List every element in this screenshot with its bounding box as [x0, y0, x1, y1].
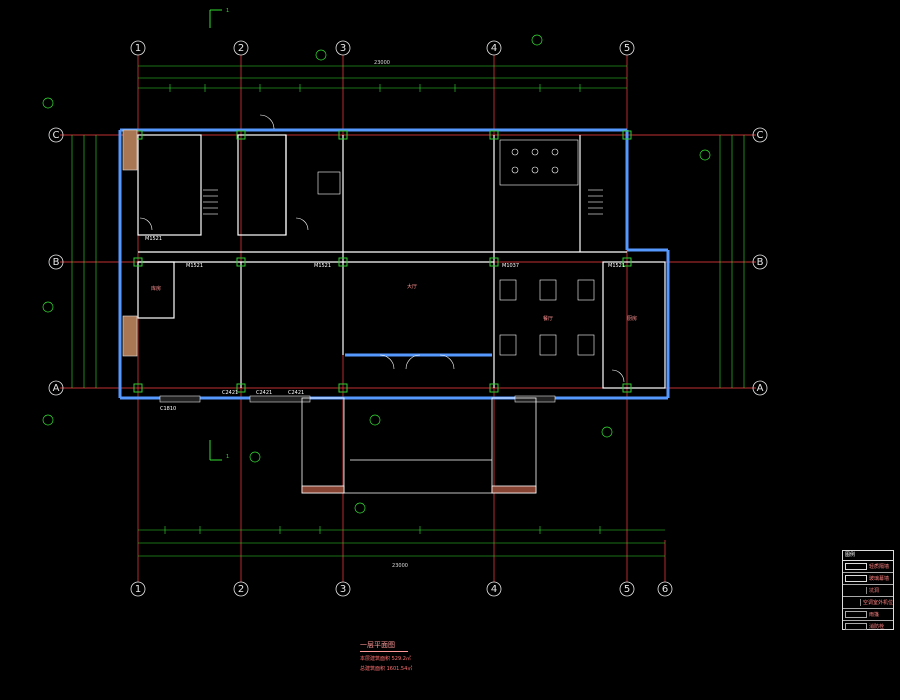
dimension-lines: [71, 65, 745, 557]
grid-bubbles: [48, 40, 768, 597]
toilet-fixtures: [499, 139, 579, 186]
door-tag-2: M1521: [314, 263, 331, 269]
structural-columns: [133, 130, 632, 393]
door-tag-3: M1037: [502, 263, 519, 269]
total-area-line: 总建筑面积 1601.54㎡: [360, 666, 413, 672]
legend-symbol-canopy: [845, 611, 867, 618]
legend-row: 轻质隔墙: [843, 561, 893, 573]
section-mark-top: [209, 9, 222, 28]
section-label-top: 1: [226, 8, 229, 14]
grid-col-3-top: 3: [340, 43, 346, 54]
legend-row: 空调室外机位: [843, 597, 893, 609]
office-table: [317, 171, 341, 195]
window-tag-1: C1810: [160, 406, 176, 412]
grid-col-4-bottom: 4: [491, 584, 497, 595]
drawing-title-underline: [360, 651, 408, 652]
legend-row: 玻璃幕墙: [843, 573, 893, 585]
grid-col-5-top: 5: [624, 43, 630, 54]
grid-col-6-bottom: 6: [662, 584, 668, 595]
grid-col-1-bottom: 1: [135, 584, 141, 595]
room-storage: 库房: [151, 285, 161, 292]
section-label-bottom: 1: [226, 454, 229, 460]
grid-col-3-bottom: 3: [340, 584, 346, 595]
floor-area-line: 本层建筑面积 529.2㎡: [360, 656, 411, 662]
legend-symbol-glass: [845, 575, 867, 582]
legend-text: 玻璃幕墙: [869, 576, 890, 582]
detail-callouts: [42, 34, 711, 514]
window-tag-2: C2421: [222, 390, 238, 396]
grid-col-1-top: 1: [135, 43, 141, 54]
drawing-title: 一层平面图: [360, 641, 395, 649]
legend-symbol-pit: [845, 587, 867, 594]
section-mark-bottom: [209, 440, 222, 461]
dimension-ticks: [164, 84, 601, 534]
overall-dimension-bottom: 23000: [392, 563, 408, 569]
legend-row: 坑洞: [843, 585, 893, 597]
grid-col-4-top: 4: [491, 43, 497, 54]
legend-row: 雨篷: [843, 609, 893, 621]
grid-row-b-right: B: [757, 257, 764, 268]
legend-text: 消防栓: [869, 624, 885, 630]
room-lobby: 大厅: [407, 283, 417, 290]
grid-col-2-bottom: 2: [238, 584, 244, 595]
legend-row: 消防栓: [843, 621, 893, 632]
legend-text: 空调室外机位: [862, 600, 893, 606]
legend-box: 图例 轻质隔墙 玻璃幕墙 坑洞 空调室外机位 雨篷 消防栓: [842, 550, 894, 630]
dining-tables: [499, 279, 595, 356]
legend-text: 轻质隔墙: [869, 564, 890, 570]
stairs: [203, 189, 603, 215]
legend-text: 雨篷: [869, 612, 880, 618]
grid-row-b-left: B: [53, 257, 60, 268]
grid-labels: 1 2 3 4 5 1 2 3 4 5 6 C B A C B A: [53, 43, 764, 595]
door-tag-1: M1521: [186, 263, 203, 269]
overall-dimension-top: 23000: [374, 60, 390, 66]
grid-row-c-right: C: [757, 130, 764, 141]
room-dining: 餐厅: [543, 315, 553, 322]
door-swings: [139, 114, 625, 383]
grid-col-5-bottom: 5: [624, 584, 630, 595]
entrance-canopy: [301, 397, 537, 494]
window-openings: [122, 129, 556, 403]
grid-row-a-left: A: [53, 383, 60, 394]
door-tag-4: M1521: [608, 263, 625, 269]
legend-symbol-ac: [845, 599, 861, 606]
grid-row-c-left: C: [53, 130, 60, 141]
grid-row-a-right: A: [757, 383, 764, 394]
legend-head: 图例: [843, 551, 893, 561]
interior-walls: [137, 134, 666, 389]
window-tag-3: C2421: [256, 390, 272, 396]
grid-col-2-top: 2: [238, 43, 244, 54]
legend-symbol-hydrant: [845, 623, 867, 630]
legend-text: 坑洞: [869, 588, 880, 594]
door-tag-5: M1521: [145, 236, 162, 242]
legend-symbol-partition: [845, 563, 867, 570]
room-kitchen: 厨房: [627, 315, 637, 322]
window-tag-4: C2421: [288, 390, 304, 396]
